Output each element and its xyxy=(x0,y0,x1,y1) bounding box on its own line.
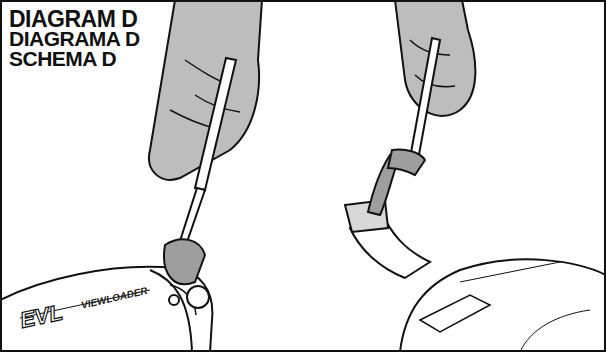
diagram-heading: SCHEMA D xyxy=(9,49,116,69)
left-hand-screwdriver xyxy=(149,0,262,284)
right-hand-tool xyxy=(368,0,475,215)
svg-text:EVL: EVL xyxy=(18,300,65,333)
diagram-heading: DIAGRAM D xyxy=(9,8,137,30)
diagram-heading: DIAGRAMA D xyxy=(9,29,140,49)
right-hopper xyxy=(345,200,606,352)
